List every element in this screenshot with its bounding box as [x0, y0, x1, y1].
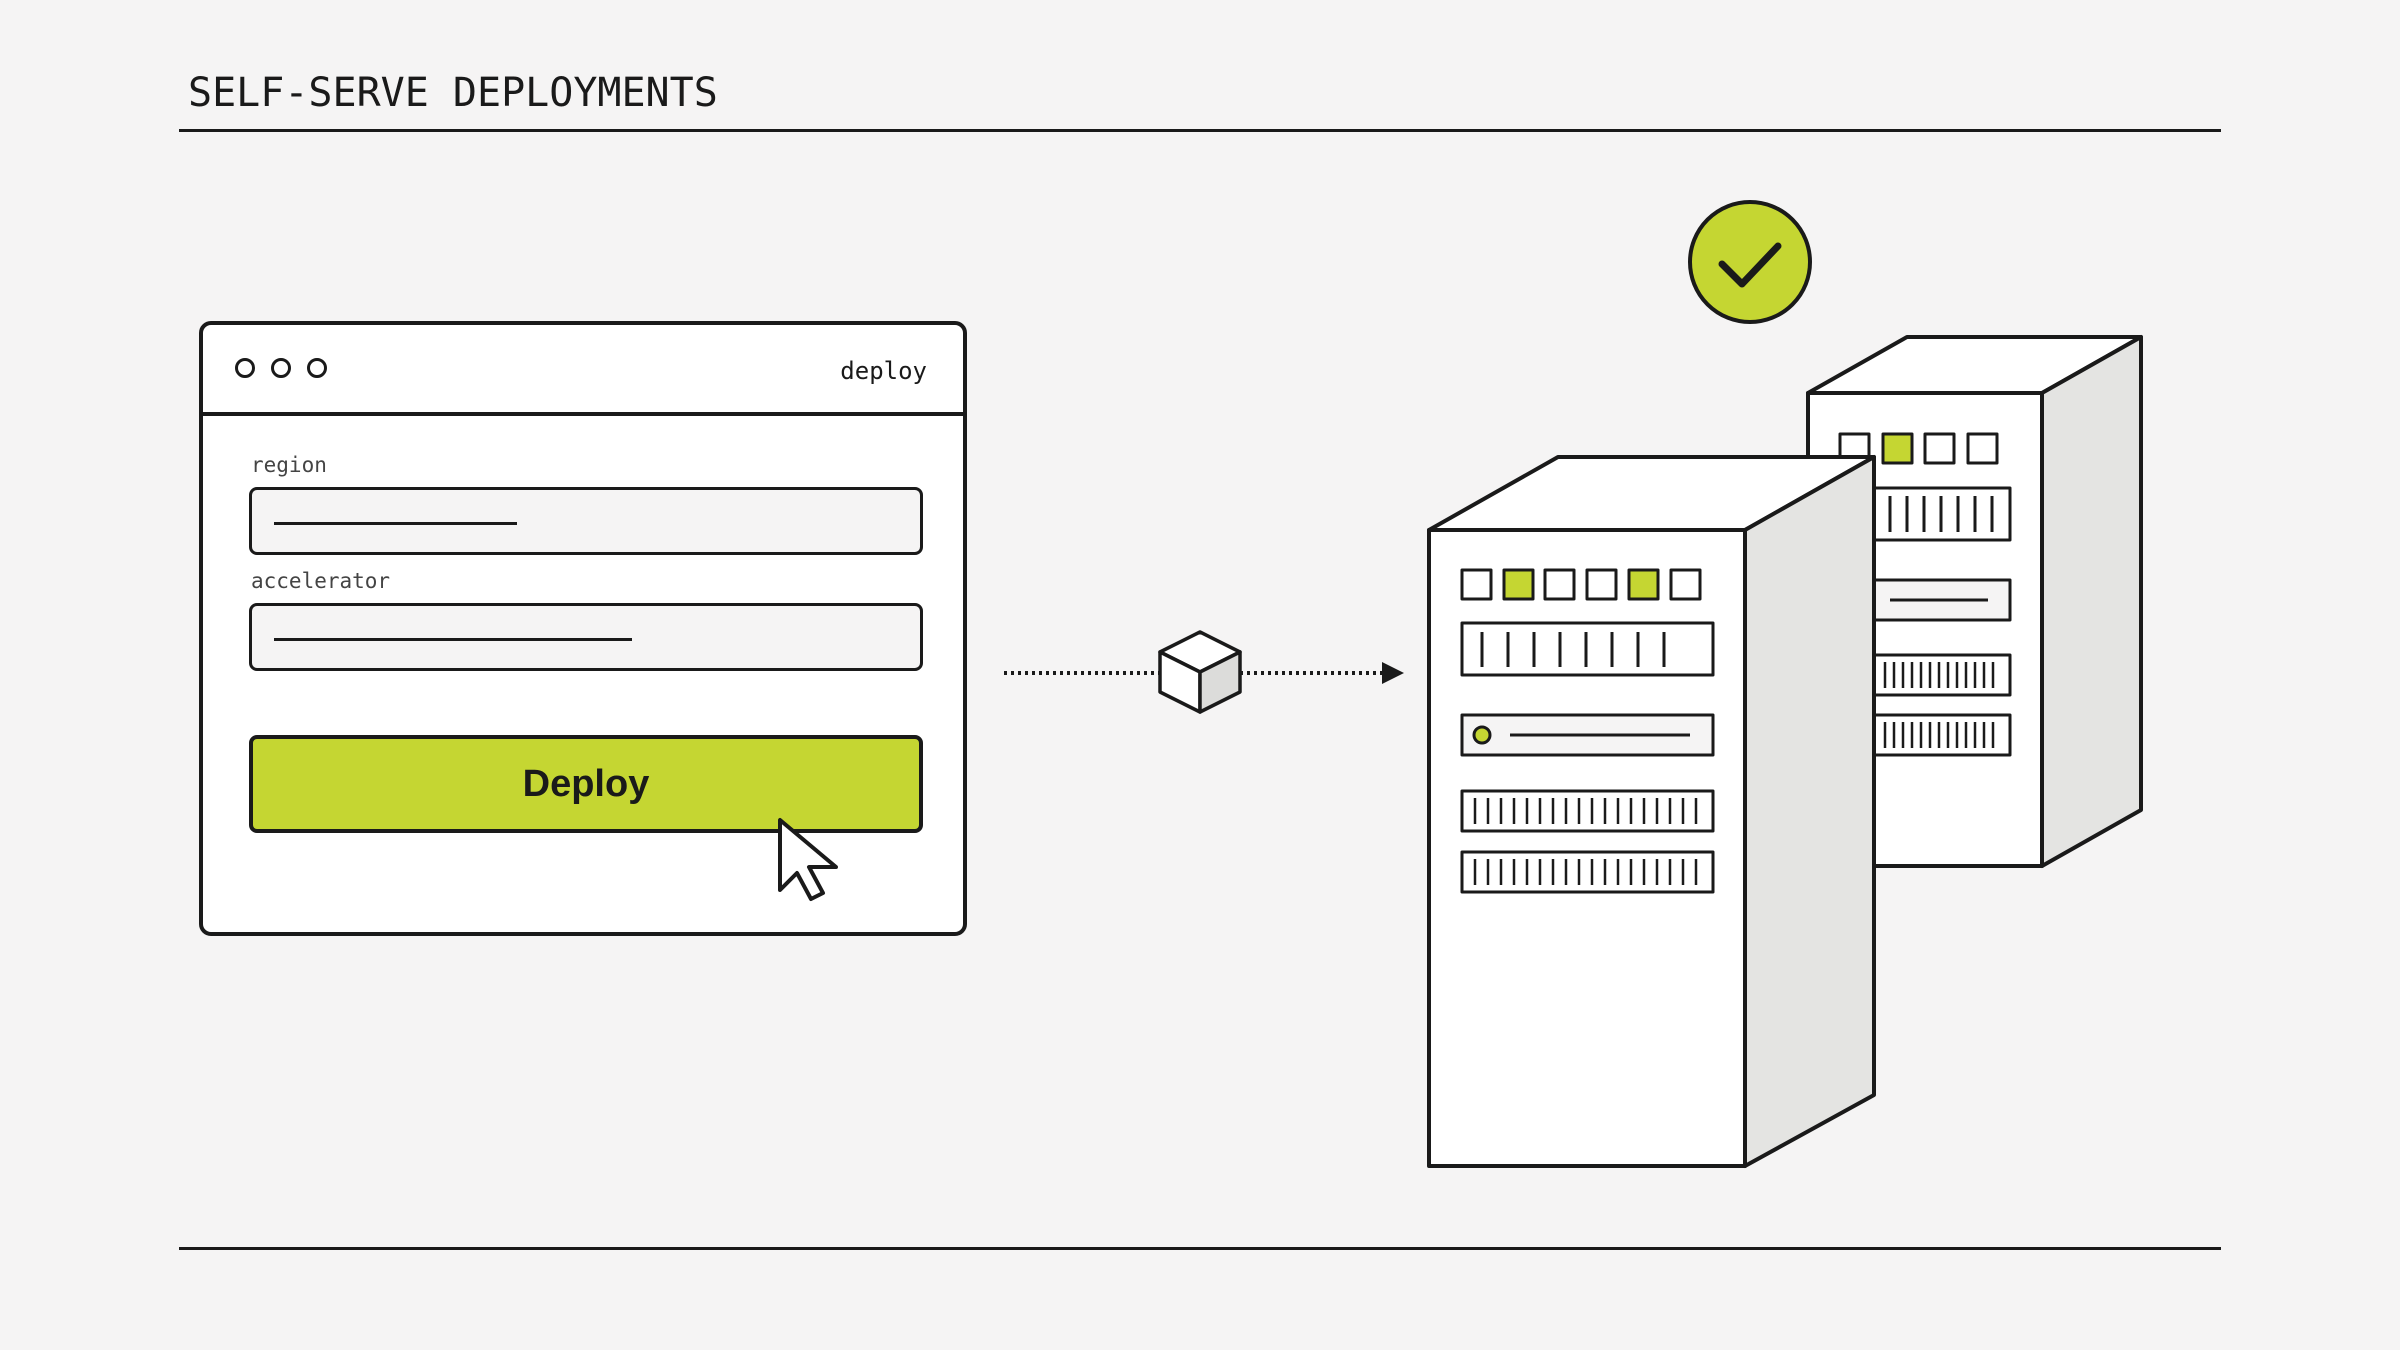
window-dot-icon[interactable] [271, 358, 291, 378]
success-badge [1688, 200, 1812, 324]
region-label: region [251, 453, 327, 477]
accelerator-value-line [274, 638, 632, 641]
package-cube-icon [1158, 630, 1242, 714]
deploy-button[interactable]: Deploy [249, 735, 923, 833]
window-titlebar: deploy [203, 325, 963, 416]
window-dot-icon[interactable] [307, 358, 327, 378]
window-dot-icon[interactable] [235, 358, 255, 378]
top-divider [179, 129, 2221, 132]
page-title: SELF-SERVE DEPLOYMENTS [188, 70, 718, 116]
window-title: deploy [840, 357, 927, 385]
bottom-divider [179, 1247, 2221, 1250]
accelerator-input[interactable] [249, 603, 923, 671]
accelerator-label: accelerator [251, 569, 391, 593]
cursor-arrow-icon [778, 818, 838, 901]
checkmark-icon [1718, 242, 1782, 288]
region-value-line [274, 522, 517, 525]
arrow-right-icon [1382, 662, 1404, 684]
server-rack-icon [1427, 455, 1876, 1168]
deploy-window: deploy region accelerator Deploy [199, 321, 967, 936]
region-input[interactable] [249, 487, 923, 555]
